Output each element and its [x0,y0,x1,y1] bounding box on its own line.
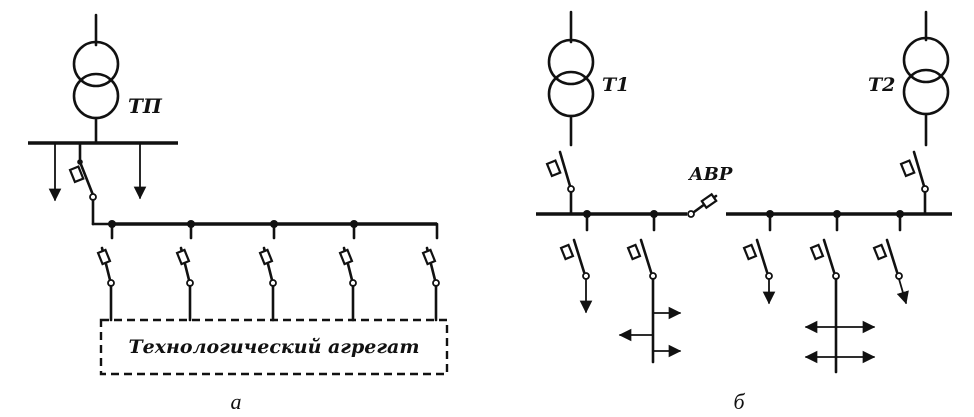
panel-b: Т1 Т2 [536,10,952,414]
t1-input-breaker [545,150,575,216]
transformer-tp-label: ТП [128,94,163,118]
feeder-b3 [742,212,776,305]
unit-breakers [96,220,440,322]
panel-a: ТП [28,13,449,414]
transformer-t2-label: Т2 [868,74,895,96]
t2-input-breaker [899,150,929,216]
caption-b: б [733,389,745,414]
avr-label: АВР [687,164,733,185]
feeder-b2 [618,212,682,364]
feeder-b1 [559,212,593,314]
feeder-b4 [804,212,876,374]
unit-breaker-3 [258,220,278,322]
technological-unit-label: Технологический агрегат [129,336,420,358]
unit-breaker-2 [175,220,195,322]
unit-breaker-5 [421,222,440,322]
feeder-breaker [68,141,114,226]
transformer-t1 [547,10,595,147]
avr-tie-breaker [687,192,718,218]
unit-breaker-1 [96,220,116,322]
feeder-b5 [872,212,909,305]
unit-breaker-4 [338,220,358,322]
transformer-t1-label: Т1 [602,74,629,96]
caption-a: а [231,389,242,414]
technological-unit-box [99,318,449,376]
transformer-tp [72,13,120,145]
transformer-t2 [902,10,950,147]
